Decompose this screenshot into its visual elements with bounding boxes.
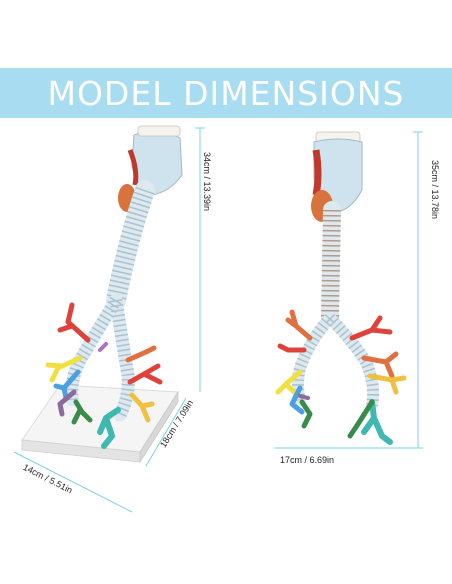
right-height-label: 35cm / 13.78in	[430, 160, 440, 220]
left-model-muscle	[127, 149, 139, 186]
left-height-label: 34cm / 13.39in	[202, 152, 212, 212]
left-model-trachea-rings	[106, 186, 155, 302]
left-model-hyoid	[137, 125, 181, 137]
right-model	[274, 131, 423, 449]
right-model-bronchus-right	[324, 312, 380, 411]
left-model	[13, 125, 205, 513]
left-depth-dimension-line	[145, 397, 187, 467]
right-width-label: 17cm / 6.69in	[280, 455, 335, 465]
left-width-dimension-line	[13, 451, 133, 513]
left-model-base-side	[139, 390, 179, 464]
right-model-muscle	[312, 149, 322, 196]
banner-title: MODEL DIMENSIONS	[47, 73, 405, 113]
left-model-base	[21, 384, 179, 453]
title-banner: MODEL DIMENSIONS	[0, 68, 452, 118]
